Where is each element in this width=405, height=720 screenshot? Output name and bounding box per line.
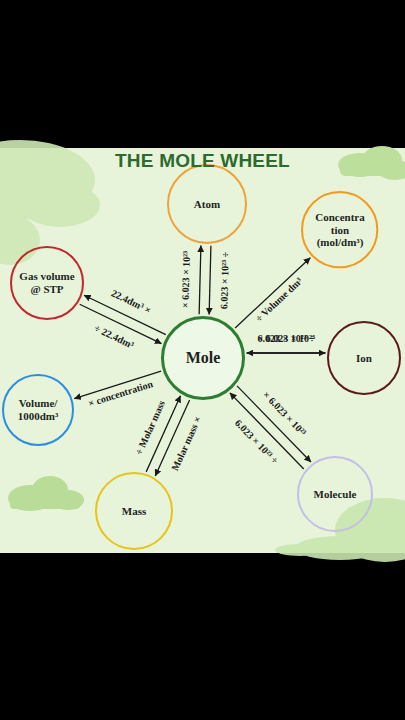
node-text-block: Mole <box>170 349 236 367</box>
circle-border <box>328 322 400 394</box>
diagram-title: THE MOLE WHEEL <box>0 150 405 172</box>
circle-border <box>298 457 372 531</box>
node-text-block: Gas volume @ STP <box>19 270 75 295</box>
conversion-arrow <box>230 393 304 469</box>
node-label: Mass <box>105 505 163 518</box>
node-text-block: Mass <box>105 505 163 518</box>
arrow-label: × 6.023 × 10²³ <box>261 389 309 438</box>
node-label: Gas volume @ STP <box>19 270 75 295</box>
arrow-label: 6.023 × 10²³ ÷ <box>258 333 315 344</box>
arrow-label: ÷ 22.4dm³ <box>93 323 136 351</box>
unit-circle: Gas volume @ STP <box>10 246 84 320</box>
conversion-arrow <box>199 246 201 315</box>
arrow-label: × 6.023 × 10²³ <box>179 251 191 309</box>
node-label: Concentra tion (mol/dm³) <box>311 211 369 249</box>
circle-border <box>3 375 73 445</box>
node-text-block: Volume/ 1000dm³ <box>9 397 67 422</box>
node-label: Ion <box>339 352 389 365</box>
unit-circle: Atom <box>167 164 247 244</box>
unit-circle: Volume/ 1000dm³ <box>2 374 74 446</box>
node-text-block: Atom <box>177 198 237 211</box>
node-text-block: Concentra tion (mol/dm³) <box>311 211 369 249</box>
unit-circle: Mass <box>95 472 173 550</box>
arrow-label: 6.023 × 10²³ ÷ <box>233 417 281 466</box>
arrow-label: ÷ Volume dm³ <box>253 275 304 324</box>
arrow-label: 6.023 × 10²³ ÷ <box>218 252 230 309</box>
arrow-label: 22.4dm³ × <box>109 288 152 316</box>
mole-circle: Mole <box>161 316 245 400</box>
node-label: Atom <box>177 198 237 211</box>
node-label: Volume/ 1000dm³ <box>9 397 67 422</box>
node-text-block: Molecule <box>303 488 367 501</box>
circle-border <box>96 473 172 549</box>
node-label: Molecule <box>303 488 367 501</box>
circle-border <box>302 192 377 267</box>
circle-border <box>163 318 244 399</box>
conversion-arrow <box>209 246 211 315</box>
arrow-label: Molar mass × <box>169 415 203 473</box>
conversion-arrow <box>247 352 326 353</box>
unit-circle: Ion <box>327 321 401 395</box>
conversion-arrow <box>247 352 326 353</box>
unit-circle: Concentra tion (mol/dm³) <box>301 191 378 268</box>
node-text-block: Ion <box>339 352 389 365</box>
circle-border <box>11 247 83 319</box>
circle-border <box>168 165 246 243</box>
unit-circle: Molecule <box>297 456 373 532</box>
arrow-label: ÷ Molar mass <box>133 399 167 456</box>
conversion-arrow <box>235 258 310 328</box>
node-label: Mole <box>170 349 236 367</box>
arrow-label: × concentration <box>87 379 154 410</box>
